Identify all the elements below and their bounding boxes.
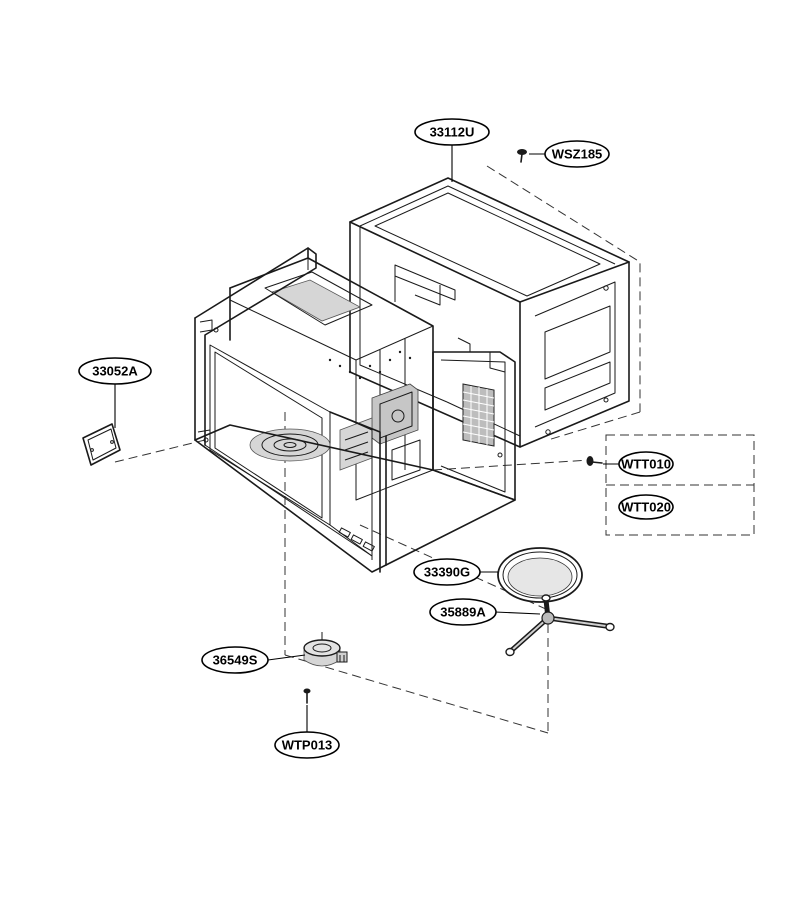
callout-33390G-text: 33390G: [424, 565, 470, 580]
callout-WSZ185: WSZ185: [544, 140, 610, 168]
callout-35889A: 35889A: [429, 598, 497, 626]
cover-plate-part: [82, 423, 121, 466]
callout-WTT020: WTT020: [618, 494, 674, 520]
callout-36549S: 36549S: [201, 646, 269, 674]
screw-wtt010-part: [586, 456, 603, 466]
turntable-motor-part: [303, 632, 348, 667]
callout-33390G: 33390G: [413, 558, 481, 586]
callout-33112U-text: 33112U: [430, 125, 475, 140]
callout-WTP013: WTP013: [274, 731, 340, 759]
callout-33052A: 33052A: [78, 357, 152, 385]
callout-WTT010-text: WTT010: [621, 457, 671, 472]
glass-tray-part: [497, 547, 583, 603]
screw-wsz185-part: [517, 149, 527, 163]
callout-WTT020-text: WTT020: [621, 500, 671, 515]
callout-leader-lines: [114, 145, 620, 732]
callout-WTP013-text: WTP013: [282, 738, 333, 753]
callout-36549S-text: 36549S: [213, 653, 258, 668]
callout-35889A-text: 35889A: [440, 605, 486, 620]
callout-33112U: 33112U: [414, 118, 490, 146]
roller-guide-part: [505, 594, 615, 657]
callout-WSZ185-text: WSZ185: [552, 147, 603, 162]
callout-33052A-text: 33052A: [92, 364, 138, 379]
oven-cavity-chassis-part: [194, 247, 516, 573]
assembly-guide-lines: [114, 165, 755, 734]
callout-WTT010: WTT010: [618, 451, 674, 477]
screw-wtp013-part: [303, 688, 311, 704]
